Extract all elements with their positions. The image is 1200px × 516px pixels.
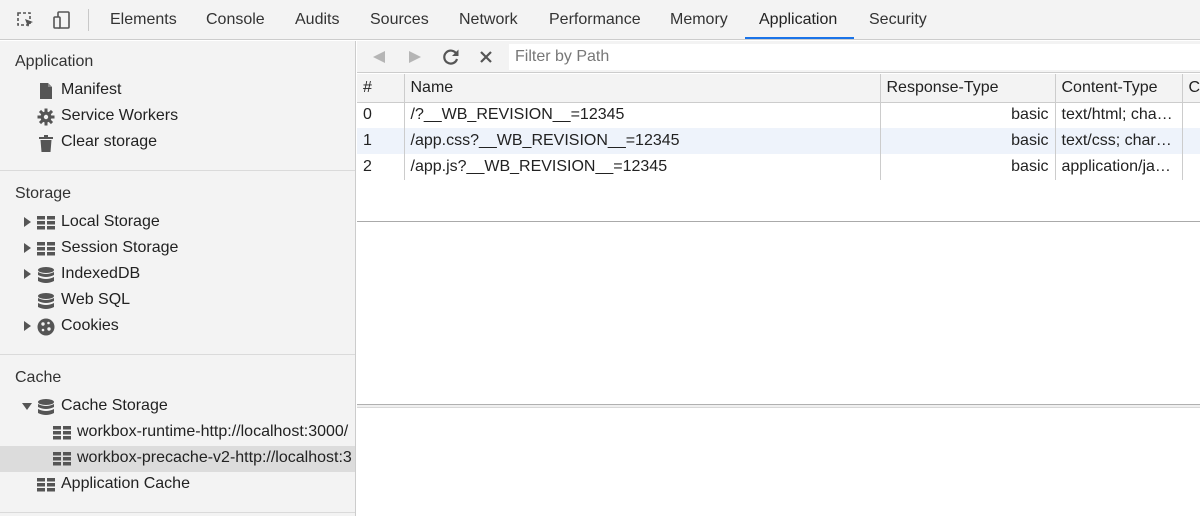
sidebar-item-local-storage[interactable]: Local Storage <box>0 210 355 236</box>
gear-icon <box>37 108 55 126</box>
cell-index: 1 <box>357 128 405 154</box>
cell-empty <box>1182 154 1200 180</box>
grid-icon <box>37 476 55 494</box>
sidebar-item-indexeddb[interactable]: IndexedDB <box>0 262 355 288</box>
sidebar-item-label: Application Cache <box>61 475 190 492</box>
cell-content-type: text/css; char… <box>1055 128 1183 154</box>
sidebar-item-label: Clear storage <box>61 133 158 150</box>
database-icon <box>37 292 55 310</box>
toolbar-separator <box>88 9 89 31</box>
section-divider <box>0 170 355 171</box>
column-header-name[interactable]: Name <box>404 74 881 103</box>
sidebar-item-label: Service Workers <box>61 107 179 124</box>
sidebar-item-application-cache[interactable]: Application Cache <box>0 472 355 498</box>
delete-entry-icon[interactable] <box>475 47 497 67</box>
collapse-arrow-icon[interactable] <box>22 403 32 410</box>
trash-icon <box>37 134 55 152</box>
expand-arrow-icon[interactable] <box>24 269 31 279</box>
grid-icon <box>53 424 71 442</box>
sidebar-item-label: Manifest <box>61 81 122 98</box>
sidebar-item-cookies[interactable]: Cookies <box>0 314 355 340</box>
sidebar-item-cache-storage[interactable]: Cache Storage <box>0 394 355 420</box>
cell-response-type: basic <box>880 102 1056 128</box>
cache-entries-table: # Name Response-Type Content-Type Co 0 /… <box>357 74 1200 180</box>
section-title-cache: Cache <box>15 369 62 386</box>
grid-icon <box>53 450 71 468</box>
application-sidebar: Application Manifest Service Workers Cle… <box>0 41 356 516</box>
tab-performance[interactable]: Performance <box>549 11 641 28</box>
sidebar-item-label: Session Storage <box>61 239 179 256</box>
cache-filter-toolbar <box>357 41 1200 73</box>
sidebar-item-clear-storage[interactable]: Clear storage <box>0 130 355 156</box>
sidebar-item-workbox-runtime-cache[interactable]: workbox-runtime-http://localhost:3000/ <box>0 420 355 446</box>
expand-arrow-icon[interactable] <box>24 217 31 227</box>
sidebar-item-label: workbox-precache-v2-http://localhost:3 <box>77 449 352 466</box>
tab-security[interactable]: Security <box>869 11 927 28</box>
database-icon <box>37 398 55 416</box>
refresh-icon[interactable] <box>440 47 462 67</box>
database-icon <box>37 266 55 284</box>
cell-response-type: basic <box>880 128 1056 154</box>
tab-audits[interactable]: Audits <box>295 11 340 28</box>
table-row[interactable]: 1 /app.css?__WB_REVISION__=12345 basic t… <box>357 128 1200 154</box>
sidebar-item-web-sql[interactable]: Web SQL <box>0 288 355 314</box>
table-row[interactable]: 2 /app.js?__WB_REVISION__=12345 basic ap… <box>357 154 1200 180</box>
table-row[interactable]: 0 /?__WB_REVISION__=12345 basic text/htm… <box>357 102 1200 128</box>
section-title-storage: Storage <box>15 185 72 202</box>
tab-memory[interactable]: Memory <box>670 11 728 28</box>
sidebar-item-manifest[interactable]: Manifest <box>0 78 355 104</box>
sidebar-item-label: Local Storage <box>61 213 160 230</box>
cell-empty <box>1182 128 1200 154</box>
column-header-response-type[interactable]: Response-Type <box>880 74 1056 103</box>
sidebar-item-service-workers[interactable]: Service Workers <box>0 104 355 130</box>
sidebar-item-session-storage[interactable]: Session Storage <box>0 236 355 262</box>
expand-arrow-icon[interactable] <box>24 243 31 253</box>
cell-index: 0 <box>357 102 405 128</box>
tab-application[interactable]: Application <box>759 11 838 28</box>
cell-name: /app.js?__WB_REVISION__=12345 <box>404 154 881 180</box>
cookie-icon <box>37 318 55 336</box>
device-toolbar-icon[interactable] <box>52 10 72 30</box>
inspect-element-icon[interactable] <box>16 10 36 30</box>
sidebar-item-workbox-precache[interactable]: workbox-precache-v2-http://localhost:3 <box>0 446 355 472</box>
table-bottom-border <box>357 221 1200 222</box>
column-header-content-type[interactable]: Content-Type <box>1055 74 1183 103</box>
previous-page-icon[interactable] <box>368 47 390 67</box>
sidebar-item-label: Web SQL <box>61 291 131 308</box>
grid-icon <box>37 240 55 258</box>
sidebar-item-label: Cache Storage <box>61 397 168 414</box>
next-page-icon[interactable] <box>404 47 426 67</box>
cell-index: 2 <box>357 154 405 180</box>
cell-name: /app.css?__WB_REVISION__=12345 <box>404 128 881 154</box>
section-divider <box>0 512 355 513</box>
devtools-toolbar: Elements Console Audits Sources Network … <box>0 0 1200 40</box>
expand-arrow-icon[interactable] <box>24 321 31 331</box>
file-icon <box>37 82 55 100</box>
cell-content-type: text/html; cha… <box>1055 102 1183 128</box>
cache-storage-view: # Name Response-Type Content-Type Co 0 /… <box>357 41 1200 516</box>
sidebar-item-label: workbox-runtime-http://localhost:3000/ <box>77 423 349 440</box>
tab-elements[interactable]: Elements <box>110 11 177 28</box>
tab-sources[interactable]: Sources <box>370 11 429 28</box>
tab-network[interactable]: Network <box>459 11 518 28</box>
cell-name: /?__WB_REVISION__=12345 <box>404 102 881 128</box>
preview-split-handle[interactable] <box>357 404 1200 408</box>
sidebar-item-label: IndexedDB <box>61 265 141 282</box>
sidebar-item-label: Cookies <box>61 317 119 334</box>
grid-icon <box>37 214 55 232</box>
cell-response-type: basic <box>880 154 1056 180</box>
section-title-application: Application <box>15 53 94 70</box>
cell-empty <box>1182 102 1200 128</box>
cell-content-type: application/ja… <box>1055 154 1183 180</box>
filter-by-path-input[interactable] <box>509 44 1200 70</box>
column-header-content-length[interactable]: Co <box>1182 74 1200 103</box>
active-tab-indicator <box>745 37 854 39</box>
column-header-index[interactable]: # <box>357 74 405 103</box>
tab-console[interactable]: Console <box>206 11 265 28</box>
section-divider <box>0 354 355 355</box>
table-header-row: # Name Response-Type Content-Type Co <box>357 74 1200 103</box>
